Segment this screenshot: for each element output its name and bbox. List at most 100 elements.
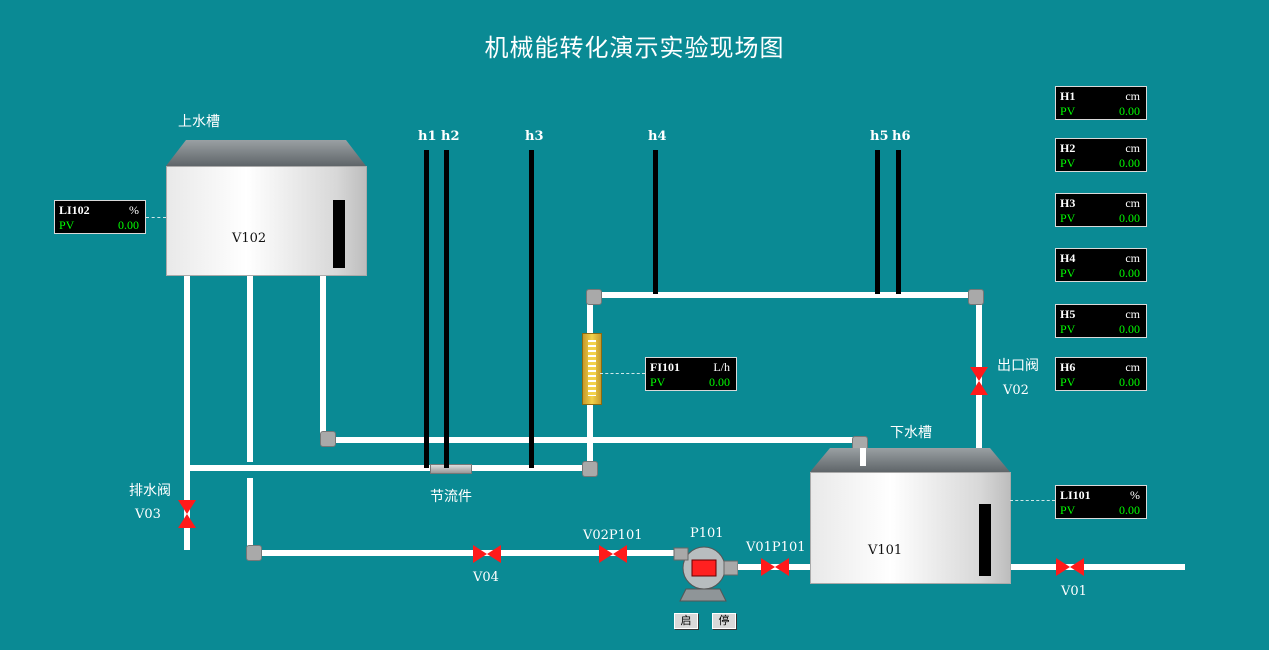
panel-tag: H4 [1060, 251, 1076, 265]
valve-v03[interactable] [177, 499, 197, 529]
panel-li102[interactable]: LI102 % PV 0.00 [54, 200, 146, 234]
pipe-elbow [246, 545, 262, 561]
valve-v03-label: V03 [135, 507, 161, 522]
panel-unit: cm [1125, 360, 1140, 374]
panel-li101[interactable]: LI101 % PV 0.00 [1055, 485, 1147, 519]
panel-value: 0.00 [1119, 266, 1140, 280]
connector-line [1010, 500, 1055, 501]
valve-v02-label: V02 [1003, 383, 1029, 398]
pipe [590, 292, 978, 298]
panel-pv-label: PV [1060, 266, 1076, 280]
panel-value: 0.00 [1119, 211, 1140, 225]
panel-unit: % [1130, 488, 1140, 502]
valve-v01-label: V01 [1061, 584, 1087, 599]
panel-h2[interactable]: H2 cm PV 0.00 [1055, 138, 1147, 172]
valve-v01p101-label: V01P101 [746, 540, 806, 555]
pressure-tube-h5 [875, 150, 880, 294]
pipe [188, 465, 588, 471]
pipe [1010, 564, 1185, 570]
pipe [184, 274, 190, 550]
panel-value: 0.00 [1119, 503, 1140, 517]
panel-tag: H5 [1060, 307, 1076, 321]
lower-tank-level-gauge [979, 504, 991, 576]
panel-value: 0.00 [118, 218, 139, 232]
pipe-elbow [320, 431, 336, 447]
panel-pv-label: PV [1060, 503, 1076, 517]
panel-fi101[interactable]: FI101 L/h PV 0.00 [645, 357, 737, 391]
valve-v02[interactable] [969, 366, 989, 396]
pipe-elbow [968, 289, 984, 305]
tube-label-h5: h5 [870, 129, 889, 144]
panel-h5[interactable]: H5 cm PV 0.00 [1055, 304, 1147, 338]
panel-tag: LI102 [59, 203, 90, 217]
outlet-valve-label: 出口阀 [997, 358, 1039, 374]
panel-pv-label: PV [1060, 322, 1076, 336]
pump-label: P101 [690, 526, 724, 541]
panel-pv-label: PV [1060, 156, 1076, 170]
valve-v02p101[interactable] [598, 544, 628, 564]
pressure-tube-h4 [653, 150, 658, 294]
upper-tank-level-gauge [333, 200, 345, 268]
valve-v04-label: V04 [473, 570, 499, 585]
pipe-elbow [586, 289, 602, 305]
panel-tag: LI101 [1060, 488, 1091, 502]
lower-tank-body [810, 472, 1011, 584]
panel-value: 0.00 [709, 375, 730, 389]
panel-unit: % [129, 203, 139, 217]
pressure-tube-h2 [444, 150, 449, 468]
panel-unit: L/h [713, 360, 730, 374]
tube-label-h1: h1 [418, 129, 437, 144]
pipe [252, 550, 682, 556]
upper-tank-top [166, 140, 366, 166]
panel-h4[interactable]: H4 cm PV 0.00 [1055, 248, 1147, 282]
lower-tank-caption: 下水槽 [890, 425, 932, 441]
connector-line [600, 373, 645, 374]
pipe [320, 274, 326, 436]
panel-tag: H1 [1060, 89, 1076, 103]
panel-pv-label: PV [59, 218, 75, 232]
drain-valve-label: 排水阀 [129, 483, 171, 499]
upper-tank-tag: V102 [232, 231, 267, 246]
panel-unit: cm [1125, 251, 1140, 265]
valve-v04[interactable] [472, 544, 502, 564]
panel-unit: cm [1125, 141, 1140, 155]
panel-tag: H3 [1060, 196, 1076, 210]
pipe [247, 274, 253, 462]
panel-value: 0.00 [1119, 375, 1140, 389]
valve-v01p101[interactable] [760, 557, 790, 577]
valve-v02p101-label: V02P101 [583, 528, 643, 543]
rotameter[interactable] [582, 333, 602, 405]
panel-unit: cm [1125, 307, 1140, 321]
tube-label-h4: h4 [648, 129, 667, 144]
panel-h3[interactable]: H3 cm PV 0.00 [1055, 193, 1147, 227]
pressure-tube-h6 [896, 150, 901, 294]
panel-h6[interactable]: H6 cm PV 0.00 [1055, 357, 1147, 391]
panel-pv-label: PV [650, 375, 666, 389]
tube-label-h2: h2 [441, 129, 460, 144]
panel-value: 0.00 [1119, 104, 1140, 118]
rotameter-scale [588, 340, 596, 396]
panel-tag: FI101 [650, 360, 680, 374]
upper-tank-caption: 上水槽 [178, 114, 220, 130]
pipe-elbow [582, 461, 598, 477]
tube-label-h3: h3 [525, 129, 544, 144]
panel-value: 0.00 [1119, 156, 1140, 170]
panel-h1[interactable]: H1 cm PV 0.00 [1055, 86, 1147, 120]
pump-p101[interactable] [672, 545, 738, 603]
pump-start-button[interactable]: 启 [674, 613, 698, 629]
pipe [860, 448, 866, 466]
panel-tag: H2 [1060, 141, 1076, 155]
panel-unit: cm [1125, 89, 1140, 103]
pressure-tube-h1 [424, 150, 429, 468]
connector-line [146, 217, 166, 218]
panel-pv-label: PV [1060, 211, 1076, 225]
valve-v01[interactable] [1055, 557, 1085, 577]
panel-value: 0.00 [1119, 322, 1140, 336]
pump-stop-button[interactable]: 停 [712, 613, 736, 629]
panel-pv-label: PV [1060, 375, 1076, 389]
throttle-label: 节流件 [430, 489, 472, 505]
lower-tank-top [810, 448, 1010, 472]
panel-unit: cm [1125, 196, 1140, 210]
tube-label-h6: h6 [892, 129, 911, 144]
page-title: 机械能转化演示实验现场图 [484, 34, 785, 62]
